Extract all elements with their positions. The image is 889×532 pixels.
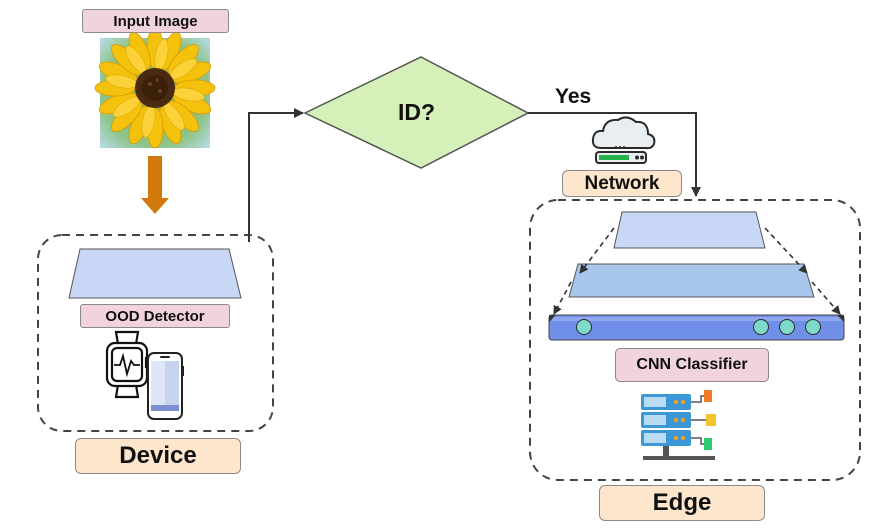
- ood-detector-label: OOD Detector: [80, 304, 230, 328]
- input-image-label: Input Image: [82, 9, 229, 33]
- cnn-node-3: [779, 319, 795, 335]
- cnn-node-2: [753, 319, 769, 335]
- projection-right-1: [764, 227, 808, 274]
- cnn-node-4: [805, 319, 821, 335]
- smartwatch-icon: [105, 330, 152, 399]
- device-container: [37, 234, 274, 432]
- yes-label: Yes: [555, 85, 592, 108]
- device-to-decision-line: [248, 108, 304, 242]
- input-to-device-arrow: [141, 156, 169, 214]
- projection-left-1: [579, 227, 615, 274]
- projection-left-2: [553, 281, 572, 315]
- yes-path-line: [528, 112, 701, 197]
- cnn-layer-1: [613, 211, 766, 249]
- device-label: Device: [75, 438, 241, 474]
- smartphone-icon: [147, 352, 184, 420]
- cnn-node-1: [576, 319, 592, 335]
- cnn-classifier-label: CNN Classifier: [615, 348, 769, 382]
- cnn-layer-3: [548, 314, 845, 341]
- network-label: Network: [562, 170, 682, 197]
- ood-detector-layer: [68, 248, 242, 299]
- decision-label: ID?: [398, 99, 436, 125]
- edge-label: Edge: [599, 485, 765, 521]
- cnn-layer-2: [568, 263, 815, 298]
- server-rack-icon: [641, 390, 716, 460]
- projection-right-2: [811, 281, 841, 315]
- cloud-server-icon: [591, 116, 656, 164]
- edge-container: [529, 199, 861, 481]
- sunflower-image: [94, 27, 216, 149]
